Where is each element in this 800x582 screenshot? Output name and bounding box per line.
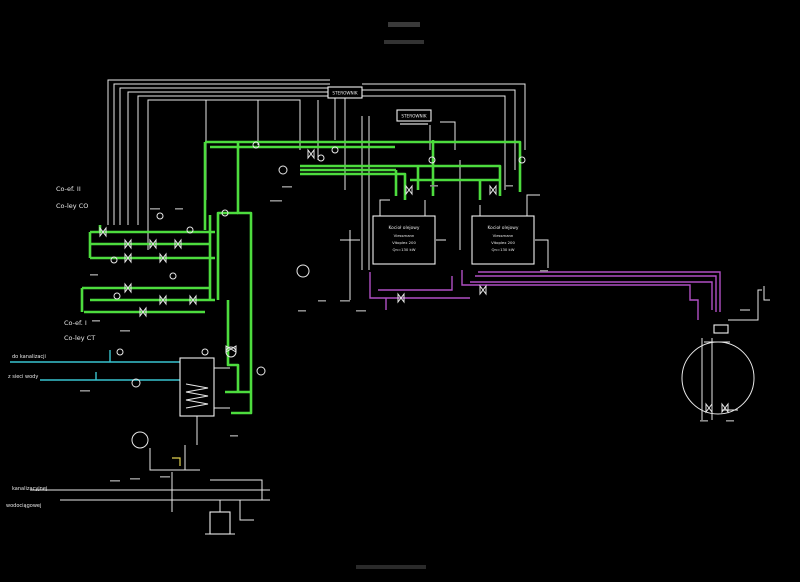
boiler-1-title: Kocioł olejowy [388,225,419,231]
boiler-1-power: Qn=130 kW [393,247,416,252]
controller-2: STEROWNIK [396,109,432,125]
boiler-2-make: Viessmann [493,233,514,238]
boiler-1: Kocioł olejowy Viessmann Vitoplex 200 Qn… [372,215,436,265]
boiler-2-model: Vitoplex 200 [491,240,515,245]
controller-1: STEROWNIK [327,86,363,99]
annotation-ticks [80,185,734,482]
boiler-1-model: Vitoplex 200 [392,240,416,245]
controller-2-label: STEROWNIK [401,114,427,119]
circuit-bottom-label-2: Co-ley CT [64,334,95,342]
boiler-1-make: Viessmann [394,233,415,238]
valves [99,148,729,414]
water-label-3: kanalizacyjnej [12,486,47,492]
controller-1-label: STEROWNIK [332,91,358,96]
water-supply-section [30,445,270,535]
water-label-4: wodociągowej [6,503,41,509]
circuit-top-label-1: Co-ef. II [56,185,81,193]
title-block [356,22,426,569]
circuit-top-label-2: Co-ley CO [56,202,88,210]
left-labels: Co-ef. II Co-ley CO Co-ef. I Co-ley CT d… [6,185,95,509]
pumps-and-gauges [110,141,526,449]
expansion-vessel [681,286,770,420]
boiler-2-title: Kocioł olejowy [487,225,518,231]
water-label-2: z sieci wody [8,374,38,380]
return-pipework [369,270,721,320]
control-wiring [107,79,526,270]
boiler-2-power: Qn=130 kW [492,247,515,252]
boiler-2: Kocioł olejowy Viessmann Vitoplex 200 Qn… [471,215,535,265]
water-label-1: do kanalizacji [12,354,46,360]
boiler-connections [340,194,549,300]
water-lines [10,350,180,381]
circuit-bottom-label-1: Co-ef. I [64,319,87,327]
hot-water-tank [179,357,230,445]
